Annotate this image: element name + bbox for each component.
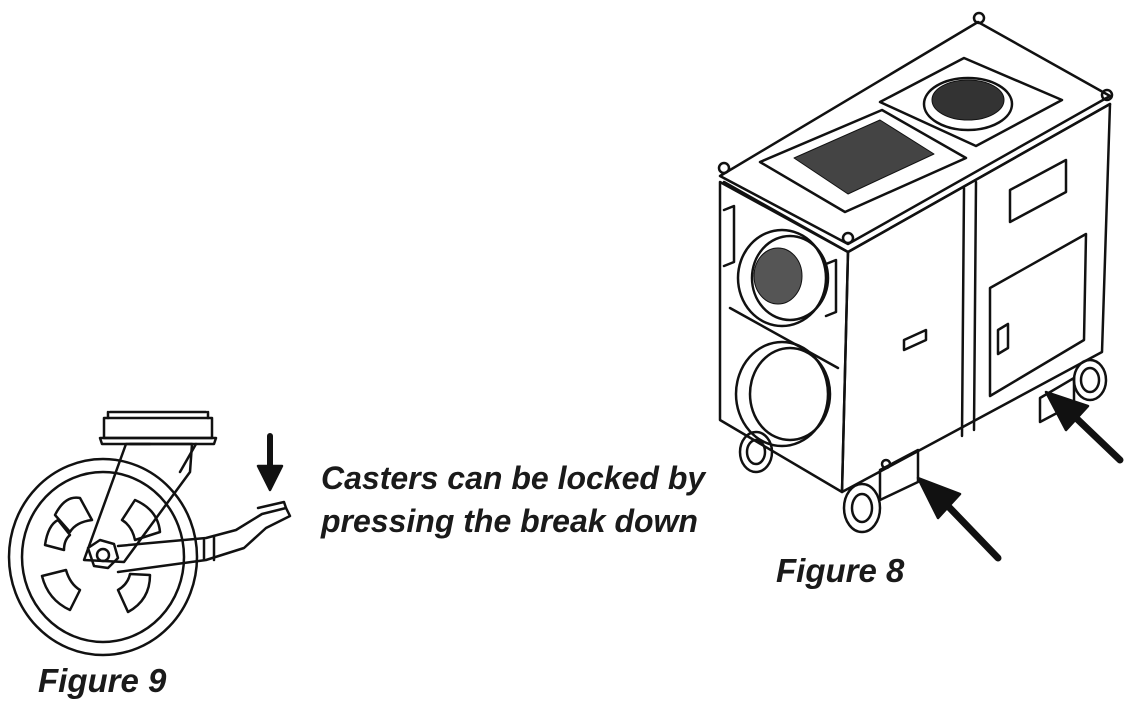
unit-right-face: [840, 102, 1112, 494]
figure-8-caption: Figure 8: [776, 552, 905, 589]
caster-brake-pedal: [116, 500, 292, 574]
unit-caster: [738, 430, 774, 474]
unit-illustration: [717, 11, 1124, 562]
brake-press-arrow: [256, 433, 284, 492]
unit-top: [718, 20, 1112, 246]
control-window: [1008, 158, 1068, 224]
duct-upper: [736, 228, 830, 328]
side-handle: [722, 204, 736, 268]
instruction-line-2: pressing the break down: [321, 503, 698, 539]
caster-axle-nut: [86, 538, 120, 570]
caster-wheel: [7, 457, 199, 657]
pointer-arrow: [916, 476, 1002, 562]
caster-mount-plate: [102, 416, 214, 440]
access-panel: [988, 232, 1088, 398]
instruction-line-1: Casters can be locked by: [321, 460, 706, 496]
caster-fork: [82, 442, 198, 564]
figure-9-caption: Figure 9: [38, 662, 167, 699]
duct-lower: [734, 340, 832, 448]
pointer-arrow: [1044, 390, 1124, 464]
caster-illustration: [7, 410, 292, 657]
top-grille: [758, 108, 968, 214]
top-collar: [878, 56, 1064, 148]
